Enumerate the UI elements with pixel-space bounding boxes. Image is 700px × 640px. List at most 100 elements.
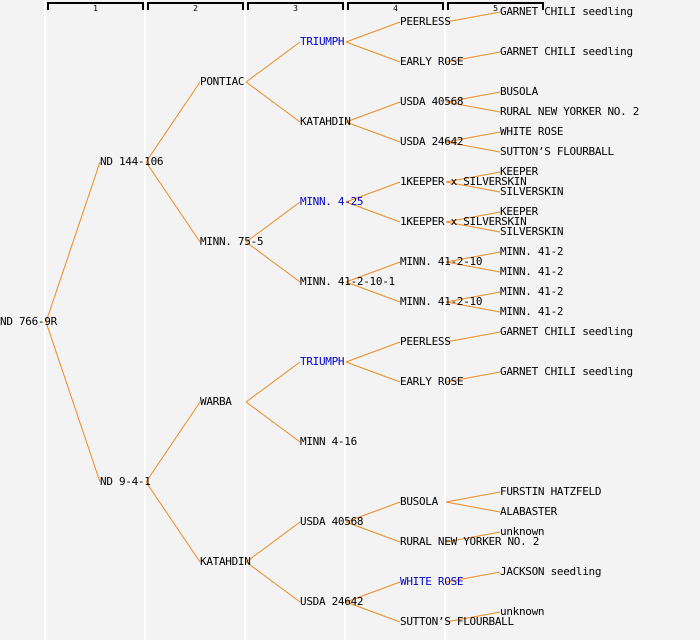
generation-header-4: 4 xyxy=(347,2,444,13)
generation-header-3: 3 xyxy=(247,2,344,13)
pedigree-connector xyxy=(445,101,501,113)
pedigree-node: MINN 4-16 xyxy=(300,435,357,448)
pedigree-node: USDA 24642 xyxy=(300,595,364,608)
pedigree-node: SILVERSKIN xyxy=(500,225,564,238)
pedigree-connector xyxy=(445,571,501,583)
pedigree-node: PONTIAC xyxy=(200,75,245,88)
pedigree-node: 1KEEPER x SILVERSKIN xyxy=(400,175,527,188)
pedigree-node: USDA 40568 xyxy=(400,95,464,108)
pedigree-connector xyxy=(345,21,401,43)
pedigree-connector xyxy=(445,171,501,183)
generation-number: 5 xyxy=(493,4,498,13)
generation-number: 4 xyxy=(393,4,398,13)
pedigree-connector xyxy=(445,611,501,623)
pedigree-connector xyxy=(245,361,301,403)
pedigree-connector xyxy=(145,481,201,563)
pedigree-node: SILVERSKIN xyxy=(500,185,564,198)
pedigree-node: SUTTON’S FLOURBALL xyxy=(500,145,614,158)
pedigree-connector xyxy=(245,201,301,243)
pedigree-connector xyxy=(445,531,501,543)
pedigree-connector xyxy=(345,281,401,303)
pedigree-connector xyxy=(445,181,501,193)
generation-header-5: 5 xyxy=(447,2,544,13)
pedigree-connector xyxy=(345,201,401,223)
pedigree-node: MINN. 75-5 xyxy=(200,235,264,248)
pedigree-connector xyxy=(445,301,501,313)
pedigree-connector xyxy=(345,261,401,283)
pedigree-connector xyxy=(345,601,401,623)
pedigree-connector xyxy=(445,251,501,263)
pedigree-node: ALABASTER xyxy=(500,505,557,518)
pedigree-node: MINN. 41-2-10-1 xyxy=(300,275,395,288)
pedigree-node: FURSTIN HATZFELD xyxy=(500,485,602,498)
pedigree-connector xyxy=(445,501,501,513)
pedigree-connector xyxy=(445,491,501,503)
pedigree-connector xyxy=(145,401,201,483)
pedigree-node: SUTTON’S FLOURBALL xyxy=(400,615,514,628)
pedigree-connector xyxy=(345,521,401,543)
pedigree-connector xyxy=(445,291,501,303)
pedigree-node: unknown xyxy=(500,525,545,538)
pedigree-node: WARBA xyxy=(200,395,232,408)
pedigree-node[interactable]: TRIUMPH xyxy=(300,355,345,368)
pedigree-node: MINN. 41-2 xyxy=(500,265,564,278)
pedigree-node: GARNET CHILI seedling xyxy=(500,365,633,378)
pedigree-connector xyxy=(445,221,501,233)
pedigree-connector xyxy=(345,581,401,603)
pedigree-node[interactable]: TRIUMPH xyxy=(300,35,345,48)
pedigree-node: BUSOLA xyxy=(500,85,538,98)
pedigree-connector xyxy=(345,101,401,123)
generation-number: 3 xyxy=(293,4,298,13)
pedigree-connector xyxy=(445,91,501,103)
pedigree-connector xyxy=(445,261,501,273)
pedigree-node: RURAL NEW YORKER NO. 2 xyxy=(400,535,540,548)
pedigree-connector xyxy=(445,371,501,383)
pedigree-connector xyxy=(345,181,401,203)
pedigree-connector xyxy=(245,561,301,603)
pedigree-node: USDA 24642 xyxy=(400,135,464,148)
pedigree-node: KATAHDIN xyxy=(300,115,351,128)
pedigree-node: KEEPER xyxy=(500,205,538,218)
pedigree-node: PEERLESS xyxy=(400,15,451,28)
pedigree-node: GARNET CHILI seedling xyxy=(500,5,633,18)
pedigree-connector xyxy=(245,401,301,443)
pedigree-node: ND 144-106 xyxy=(100,155,164,168)
pedigree-connector xyxy=(245,41,301,83)
generation-number: 1 xyxy=(93,4,98,13)
pedigree-connector xyxy=(145,81,201,163)
pedigree-connector xyxy=(445,331,501,343)
pedigree-node: EARLY ROSE xyxy=(400,55,464,68)
pedigree-node: EARLY ROSE xyxy=(400,375,464,388)
pedigree-node: JACKSON seedling xyxy=(500,565,602,578)
pedigree-node: WHITE ROSE xyxy=(500,125,564,138)
pedigree-node: ND 9-4-1 xyxy=(100,475,151,488)
generation-header-2: 2 xyxy=(147,2,244,13)
pedigree-node: USDA 40568 xyxy=(300,515,364,528)
pedigree-node: MINN. 41-2 xyxy=(500,305,564,318)
pedigree-node: PEERLESS xyxy=(400,335,451,348)
pedigree-connector xyxy=(445,141,501,153)
pedigree-connector xyxy=(445,211,501,223)
pedigree-node: MINN. 41-2 xyxy=(500,285,564,298)
pedigree-node: BUSOLA xyxy=(400,495,438,508)
pedigree-connector xyxy=(345,501,401,523)
pedigree-connector xyxy=(445,51,501,63)
pedigree-node[interactable]: MINN. 4-25 xyxy=(300,195,364,208)
pedigree-connector xyxy=(145,161,201,243)
pedigree-connector xyxy=(345,41,401,63)
column-separator xyxy=(44,0,46,640)
pedigree-node: KEEPER xyxy=(500,165,538,178)
pedigree-connector xyxy=(245,81,301,123)
generation-header-1: 1 xyxy=(47,2,144,13)
pedigree-connector xyxy=(445,11,501,23)
pedigree-connector xyxy=(45,161,101,323)
pedigree-node[interactable]: WHITE ROSE xyxy=(400,575,464,588)
column-separator xyxy=(444,0,446,640)
pedigree-node: GARNET CHILI seedling xyxy=(500,325,633,338)
pedigree-node: KATAHDIN xyxy=(200,555,251,568)
generation-number: 2 xyxy=(193,4,198,13)
column-separator xyxy=(244,0,246,640)
column-separator xyxy=(344,0,346,640)
pedigree-connector xyxy=(345,341,401,363)
